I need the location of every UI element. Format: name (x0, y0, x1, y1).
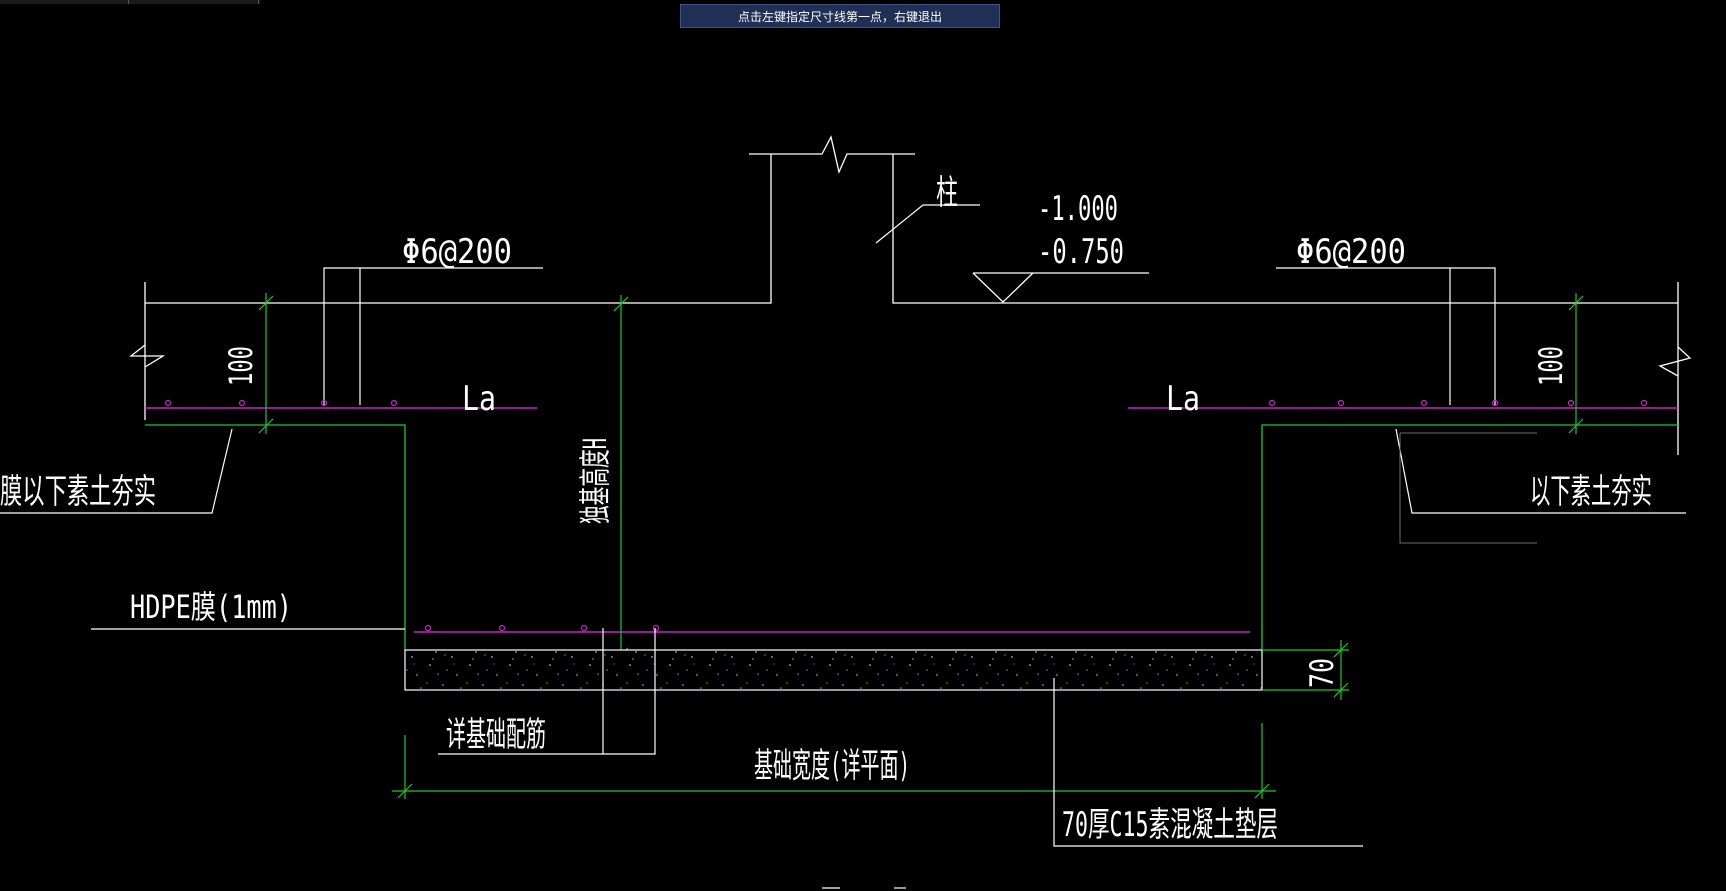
ghost-box (1399, 432, 1537, 544)
cushion-thickness-label: 70 (1303, 658, 1341, 688)
hdpe-label: HDPE膜(1mm) (130, 588, 292, 626)
footing-height-label: 独基高度H (576, 438, 614, 524)
column-label: 柱 (936, 173, 958, 213)
cushion-desc-leader (1053, 678, 1363, 847)
cushion-description-label: 70厚C15素混凝土垫层 (1062, 805, 1278, 845)
slab-thickness-dims (258, 293, 1584, 434)
elevation-bottom-label: -0.750 (1038, 232, 1124, 272)
footing-height-dim (613, 295, 629, 663)
slab-outline (129, 135, 1692, 455)
foundation-rebar-label: 详基础配筋 (446, 715, 546, 755)
compacted-soil-right-label: 以下素土夯实 (1530, 472, 1652, 512)
foundation-outline (145, 424, 1678, 650)
foundation-rebar-leader (438, 628, 656, 755)
slab-rebar (145, 407, 1678, 633)
compacted-soil-leaders (0, 428, 1686, 514)
concrete-cushion-layer (404, 649, 1263, 691)
compacted-soil-left-label: 膜以下素土夯实 (0, 472, 156, 512)
toolbar-cell (0, 0, 129, 4)
rebar-right-label: Φ6@200 (1296, 232, 1406, 272)
cushion-thickness-dim (1262, 640, 1349, 700)
anchor-right-label: La (1166, 379, 1200, 419)
foundation-width-dim (392, 723, 1276, 799)
toolbar-cell (128, 0, 259, 4)
anchor-left-label: La (462, 379, 496, 419)
rebar-leaders (323, 267, 1496, 405)
elevation-marker (972, 272, 1149, 303)
toolbar-strip (0, 0, 260, 4)
rebar-dots (164, 399, 1648, 632)
thickness-left-label: 100 (222, 346, 260, 386)
elevation-top-label: -1.000 (1038, 189, 1118, 229)
rebar-left-label: Φ6@200 (402, 232, 512, 272)
thickness-right-label: 100 (1532, 346, 1570, 386)
command-prompt-banner: 点击左键指定尺寸线第一点，右键退出 (680, 4, 1000, 28)
foundation-width-label: 基础宽度(详平面) (754, 746, 910, 786)
column-leader (875, 204, 980, 244)
